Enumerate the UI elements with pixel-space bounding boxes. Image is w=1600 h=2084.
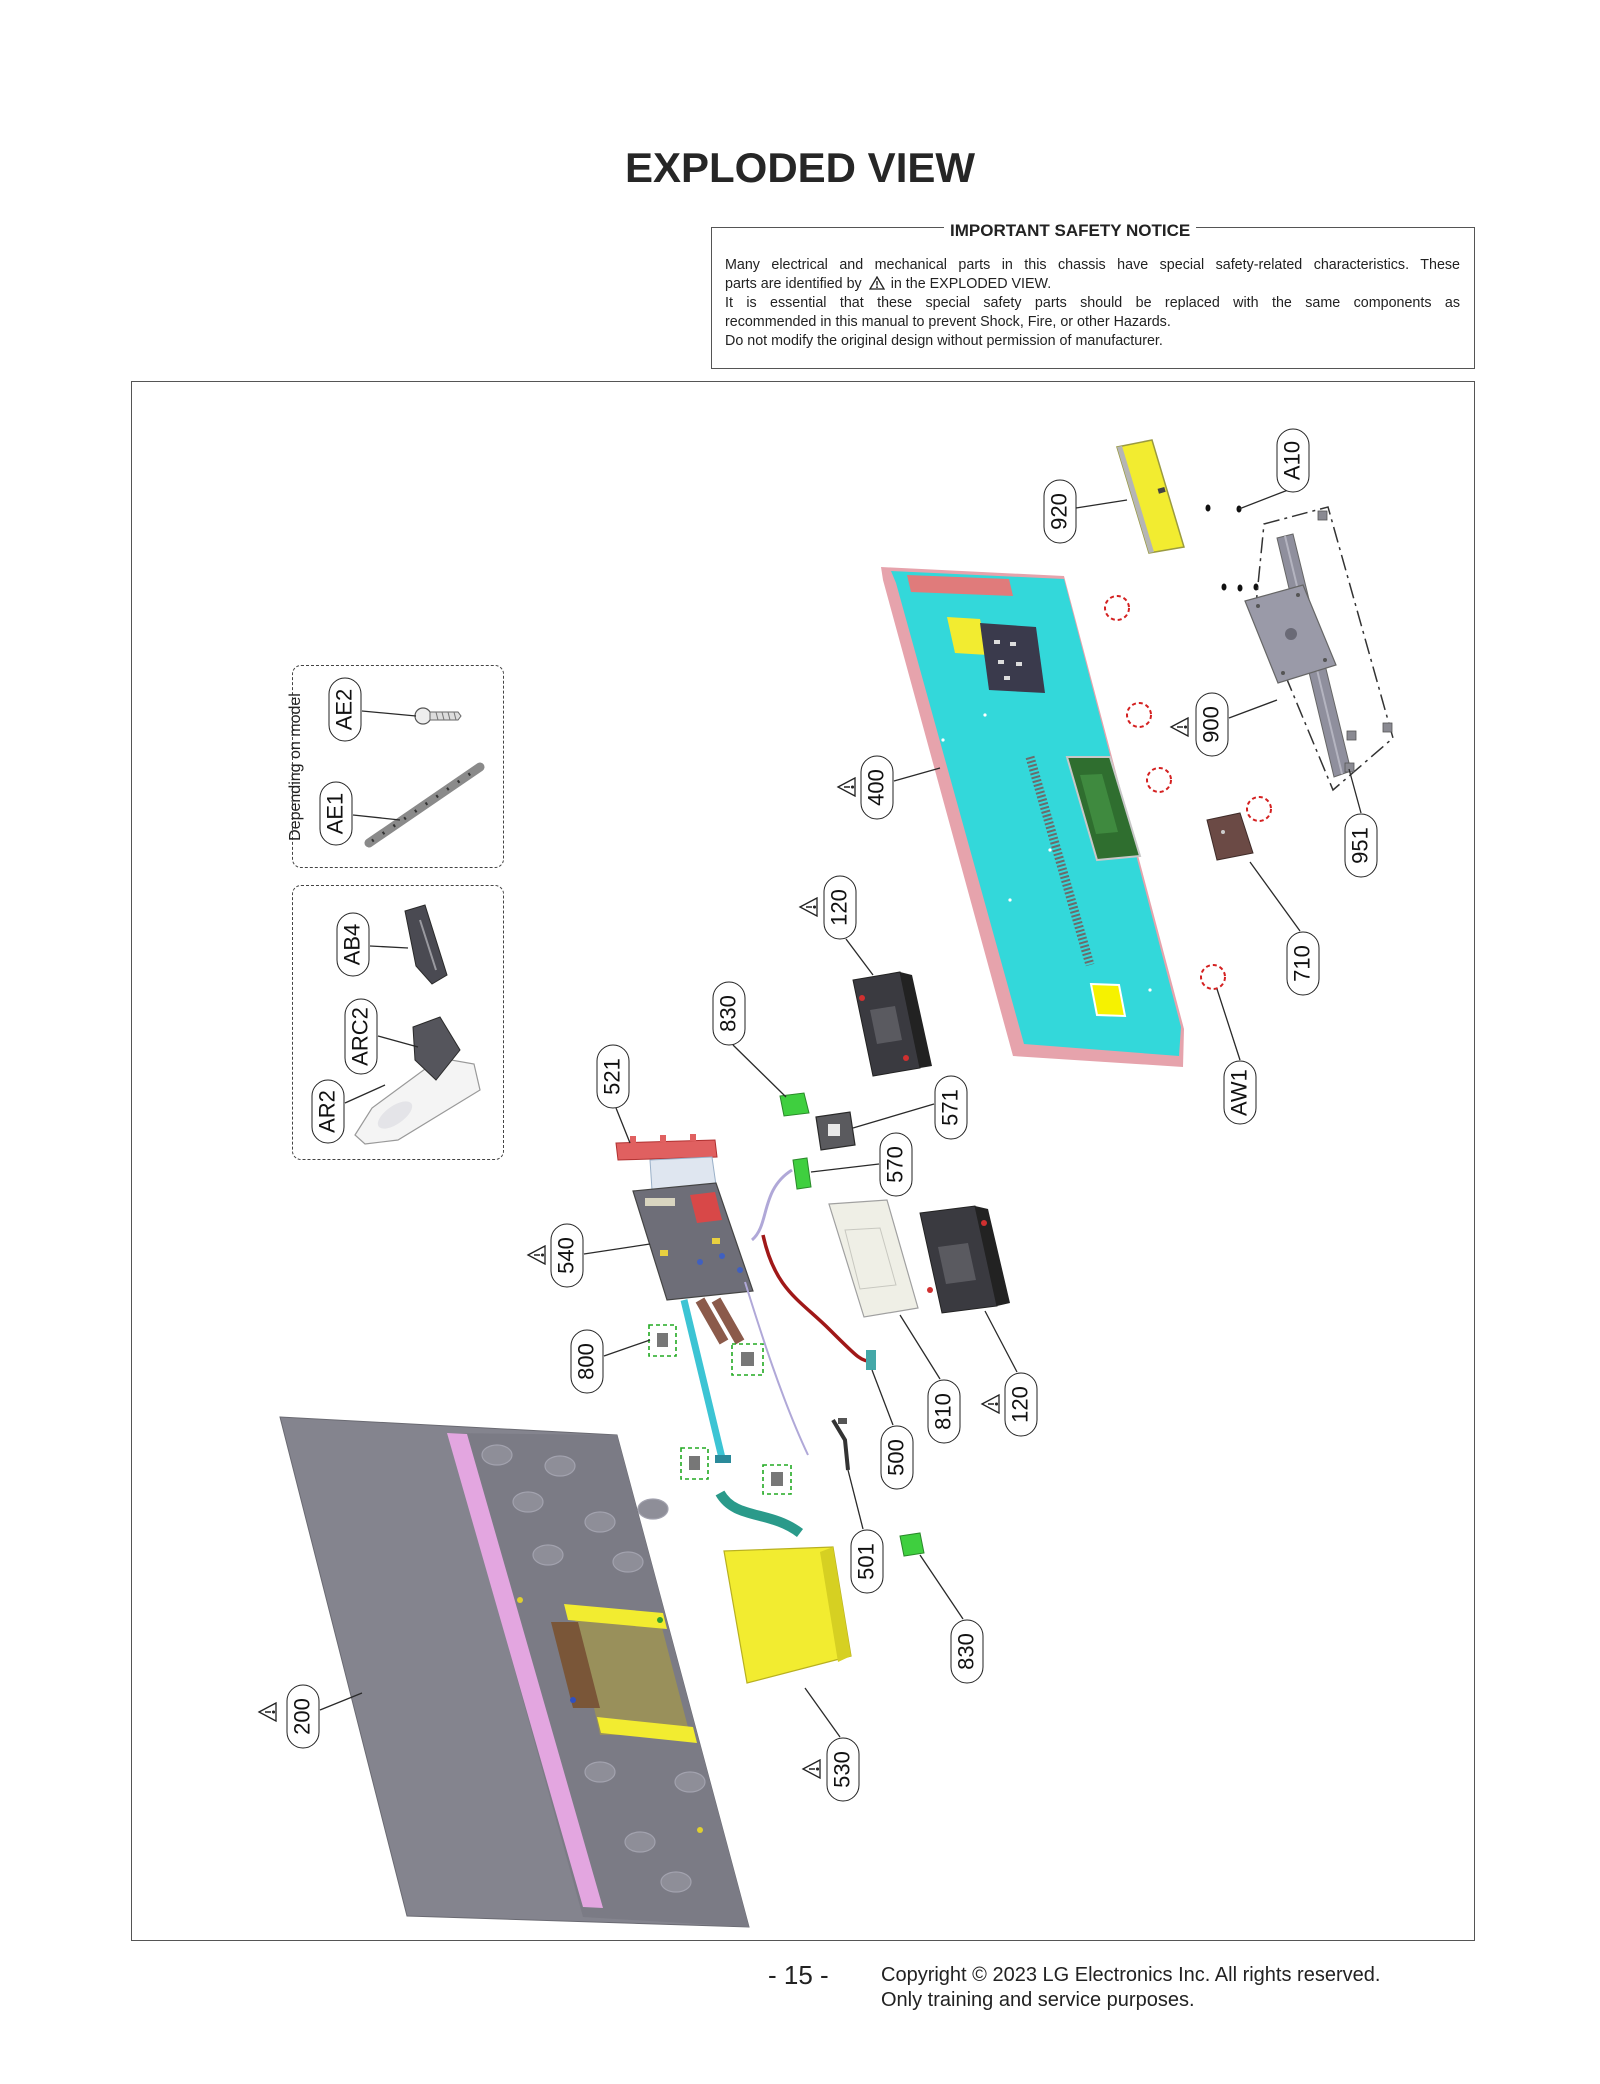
optional-parts-box-screws [292, 665, 504, 868]
part-800-clips [648, 1324, 792, 1495]
callout-ab4: AB4 [336, 912, 370, 976]
callout-810: 810 [927, 1379, 961, 1443]
part-400-back-cover [881, 567, 1184, 1067]
part-920-pcb [1116, 439, 1185, 554]
callout-501: 501 [850, 1529, 884, 1593]
part-120-speaker-top [852, 971, 932, 1077]
notice-line-2: parts are identified by in the EXPLODED V… [725, 275, 1460, 294]
notice-line-1: Many electrical and mechanical parts in … [725, 257, 1460, 273]
notice-line-3: It is essential that these special safet… [725, 295, 1460, 311]
part-ar2-remote [354, 1057, 481, 1145]
part-arc2-remote-cover [412, 1016, 461, 1081]
page-title: EXPLODED VIEW [624, 144, 976, 191]
part-530-pcb [715, 1490, 852, 1684]
part-951-pads [1317, 510, 1393, 773]
callout-571: 571 [934, 1075, 968, 1139]
callout-400: 400 [860, 755, 894, 819]
part-a10-screws [1205, 504, 1259, 592]
callout-900: 900 [1195, 692, 1229, 756]
leader-lines [319, 489, 1362, 1738]
callout-ar2: AR2 [311, 1079, 345, 1143]
copyright-notice: Copyright © 2023 LG Electronics Inc. All… [881, 1963, 1380, 2013]
page-number: - 15 - [768, 1960, 829, 1990]
callout-951: 951 [1344, 813, 1378, 877]
safety-notice-heading: IMPORTANT SAFETY NOTICE [944, 220, 1197, 242]
callout-ae1: AE1 [319, 781, 353, 845]
part-ae2-screw [414, 707, 462, 725]
part-ab4-cover [404, 904, 448, 985]
safety-screw-circles [1104, 595, 1272, 990]
callout-570: 570 [879, 1132, 913, 1196]
safety-notice-text: Many electrical and mechanical parts in … [725, 256, 1460, 351]
part-200-panel [279, 1416, 750, 1928]
part-501-cable [831, 1418, 850, 1471]
callout-920: 920 [1043, 479, 1077, 543]
callout-521: 521 [596, 1044, 630, 1108]
optional-parts-box-remote [292, 885, 504, 1160]
part-120-speaker-bottom [919, 1205, 1010, 1314]
callout-530: 530 [826, 1737, 860, 1801]
callout-200: 200 [286, 1684, 320, 1748]
part-571-bracket [815, 1111, 856, 1151]
callout-arc2: ARC2 [344, 998, 378, 1074]
part-830-board-top [779, 1092, 810, 1117]
callout-540: 540 [550, 1223, 584, 1287]
callout-800: 800 [570, 1329, 604, 1393]
callout-830-top: 830 [712, 981, 746, 1045]
part-ae1-strip [364, 762, 485, 848]
notice-line-5: Do not modify the original design withou… [725, 333, 1163, 349]
warning-triangle-icon [868, 275, 885, 294]
callout-830-bottom: 830 [950, 1619, 984, 1683]
usage-line: Only training and service purposes. [881, 1989, 1195, 2011]
notice-line-4: recommended in this manual to prevent Sh… [725, 314, 1171, 330]
part-521-holder [615, 1134, 718, 1161]
notice-line-2-end: in the EXPLODED VIEW. [890, 276, 1052, 292]
callout-ae2: AE2 [328, 677, 362, 741]
callout-500: 500 [880, 1425, 914, 1489]
copyright-line: Copyright © 2023 LG Electronics Inc. All… [881, 1964, 1381, 1986]
part-540-main-board [632, 1156, 754, 1301]
part-900-stand [1244, 506, 1394, 792]
callout-a10: A10 [1276, 428, 1310, 492]
cables [680, 1168, 876, 1463]
part-830-board-bottom [899, 1532, 925, 1557]
callout-120-top: 120 [823, 875, 857, 939]
warning-triangle-icon [257, 716, 1189, 1780]
part-810-bracket [828, 1199, 919, 1318]
part-570-board [792, 1157, 812, 1190]
diagram-frame [131, 381, 1475, 1941]
part-710-cover-plate [1206, 812, 1254, 861]
callout-aw1: AW1 [1223, 1060, 1257, 1124]
callout-710: 710 [1286, 931, 1320, 995]
callout-120-bottom: 120 [1004, 1372, 1038, 1436]
notice-line-2-start: parts are identified by [725, 276, 862, 292]
